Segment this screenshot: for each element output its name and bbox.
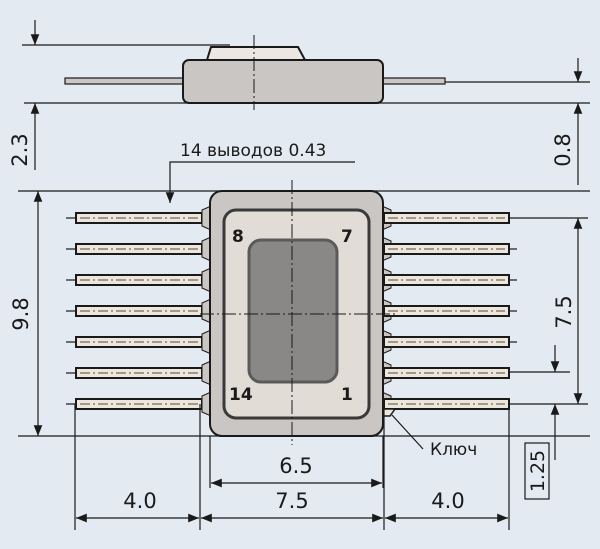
pitch-label-box — [524, 442, 550, 500]
pin-label-7: 7 — [341, 227, 353, 247]
side-lead-left — [64, 77, 184, 85]
key-label: Ключ — [430, 440, 477, 460]
left-lead-length-label: 4.0 — [123, 489, 156, 513]
leads-note-leader — [165, 161, 355, 203]
pin-label-8: 8 — [232, 227, 244, 247]
lead-span-label: 7.5 — [552, 295, 576, 328]
lead-height-dimension-label: 0.8 — [551, 133, 575, 166]
pitch-label: 1.25 — [527, 450, 549, 492]
body-width-label: 6.5 — [279, 454, 312, 478]
body-span-label: 7.5 — [275, 489, 308, 513]
total-height-label: 9.8 — [9, 297, 33, 330]
side-lead-right — [381, 77, 446, 85]
height-dimension-label: 2.3 — [8, 133, 32, 166]
side-view: 2.3 0.8 — [8, 20, 590, 185]
package-window — [247, 238, 339, 384]
leads — [66, 205, 517, 417]
top-view: 14 выводов 0.43 8 7 14 1 9.8 7.5 — [9, 141, 590, 530]
pin-label-1: 1 — [341, 385, 353, 405]
key-leader — [391, 414, 424, 450]
side-lid — [205, 46, 307, 61]
pin-label-14: 14 — [229, 385, 253, 405]
side-body — [182, 59, 384, 104]
right-lead-length-label: 4.0 — [431, 489, 464, 513]
leads-note: 14 выводов 0.43 — [180, 141, 326, 161]
